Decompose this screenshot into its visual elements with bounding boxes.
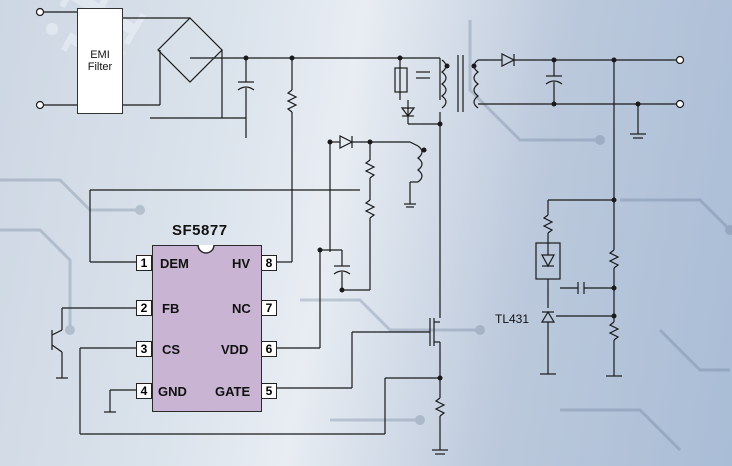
pin-2-label: FB (162, 301, 180, 316)
pin-6-number: 6 (261, 341, 277, 357)
pin-7-number: 7 (261, 300, 277, 316)
emi-filter-label-line2: Filter (87, 61, 113, 73)
pin-1-number: 1 (136, 255, 152, 271)
pin-3-number: 3 (136, 341, 152, 357)
pin-7-label: NC (232, 301, 251, 316)
tl431-regulator-label: TL431 (495, 312, 530, 326)
controller-ic-body (152, 245, 262, 412)
pin-3-label: CS (162, 342, 181, 357)
emi-filter-label-line1: EMI (90, 49, 110, 61)
pin-5-number: 5 (261, 383, 277, 399)
pin-4-number: 4 (136, 383, 152, 399)
pin-4-label: GND (158, 384, 187, 399)
chip-part-number: SF5877 (172, 222, 228, 239)
emi-filter-block: EMI Filter (77, 8, 123, 114)
pin-8-number: 8 (261, 255, 277, 271)
pin-8-label: HV (232, 256, 251, 271)
pin-6-label: VDD (221, 342, 249, 357)
pin-2-number: 2 (136, 300, 152, 316)
pin-5-label: GATE (215, 384, 251, 399)
pin-1-label: DEM (160, 256, 189, 271)
